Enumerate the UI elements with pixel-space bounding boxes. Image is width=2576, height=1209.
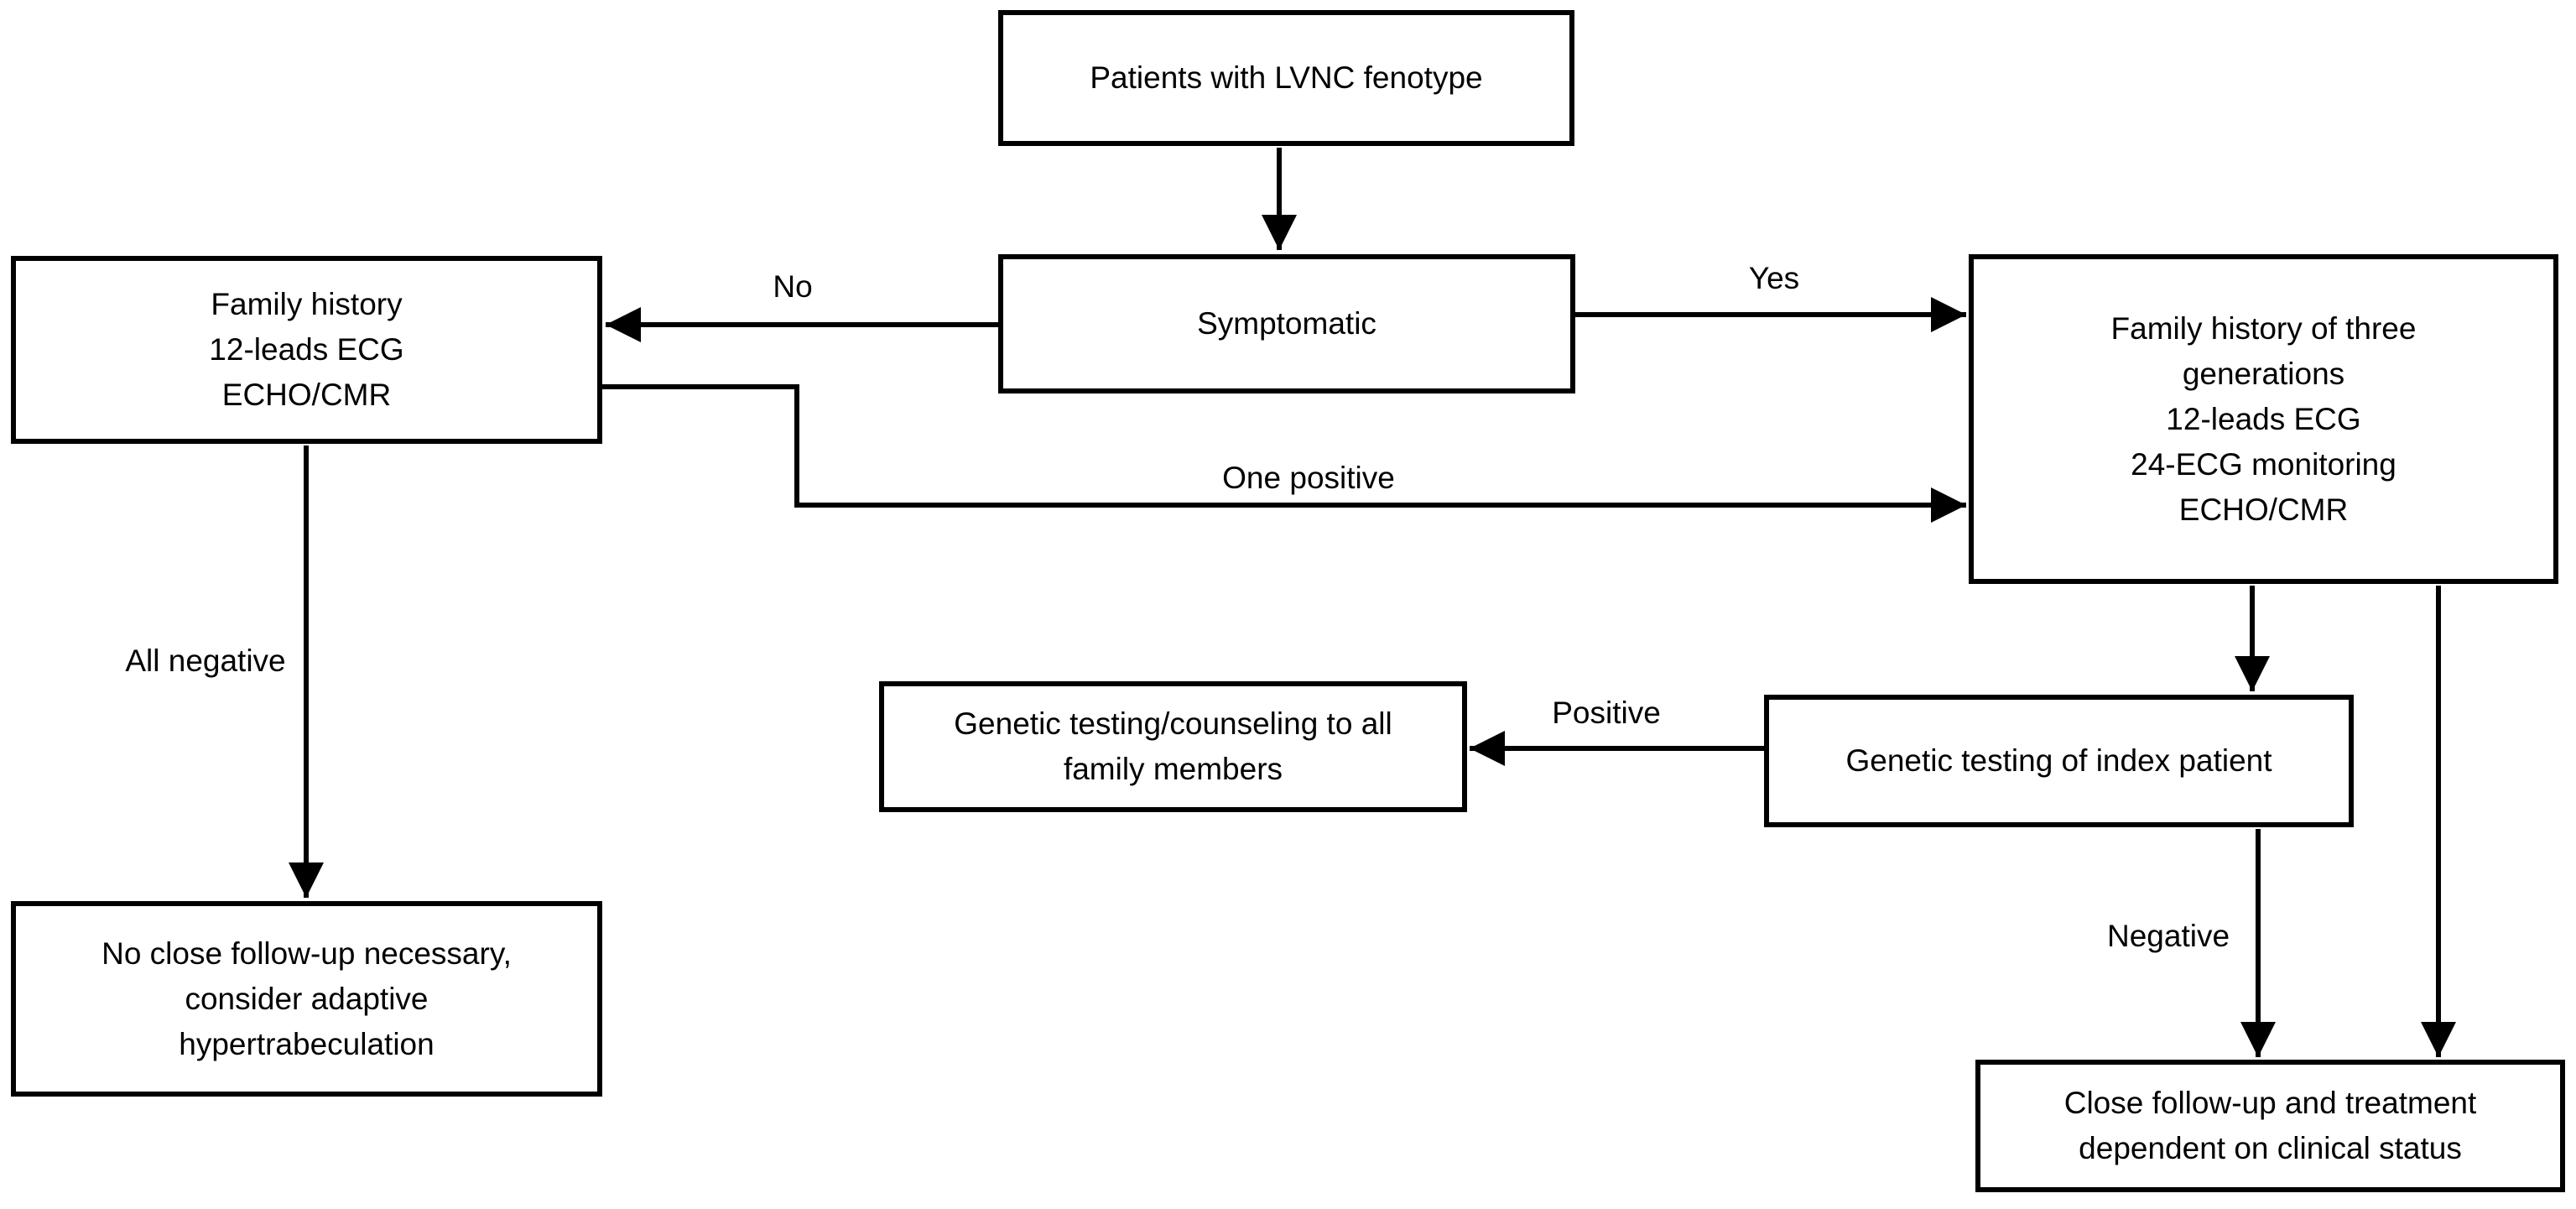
node-text-line: Symptomatic [1197, 306, 1376, 341]
node-text-line: 12-leads ECG [2166, 401, 2361, 436]
node-genetic-testing-index-patient: Genetic testing of index patient [1764, 695, 2354, 827]
node-text-line: hypertrabeculation [179, 1026, 435, 1061]
node-text-line: ECHO/CMR [221, 378, 392, 412]
edge-label-all-negative: All negative [125, 644, 286, 678]
node-family-history-basic: Family history 12-leads ECG ECHO/CMR [11, 256, 602, 444]
node-text-line: Family history [211, 287, 403, 321]
node-close-followup: Close follow-up and treatment dependent … [1975, 1060, 2565, 1192]
node-text-line: 24-ECG monitoring [2131, 446, 2396, 482]
node-text-line: family members [1063, 752, 1283, 786]
node-text-line: No close follow-up necessary, [101, 935, 512, 971]
node-no-close-followup: No close follow-up necessary, consider a… [11, 901, 602, 1097]
node-text-line: Family history of three [2110, 310, 2417, 346]
edge-label-positive: Positive [1552, 696, 1661, 730]
node-symptomatic: Symptomatic [998, 254, 1575, 393]
node-text-line: generations [2182, 356, 2345, 391]
node-text-line: Close follow-up and treatment [2063, 1086, 2477, 1120]
edge-label-one-positive: One positive [1222, 461, 1395, 495]
edge-label-no: No [773, 269, 813, 304]
node-text-line: Patients with LVNC fenotype [1090, 60, 1483, 95]
node-genetic-counseling-family: Genetic testing/counseling to all family… [879, 681, 1467, 812]
node-text-line: Genetic testing/counseling to all [954, 706, 1392, 741]
node-patients-lvnc: Patients with LVNC fenotype [998, 10, 1574, 146]
node-text-line: Genetic testing of index patient [1845, 743, 2272, 778]
node-text-line: ECHO/CMR [2178, 492, 2349, 527]
node-text-line: consider adaptive [185, 981, 429, 1016]
node-text-line: dependent on clinical status [2079, 1131, 2462, 1165]
edge-label-yes: Yes [1748, 261, 1800, 295]
node-text-line: 12-leads ECG [209, 332, 404, 367]
node-family-history-three-generations: Family history of three generations 12-l… [1969, 254, 2558, 584]
edge-label-negative: Negative [2106, 919, 2230, 953]
